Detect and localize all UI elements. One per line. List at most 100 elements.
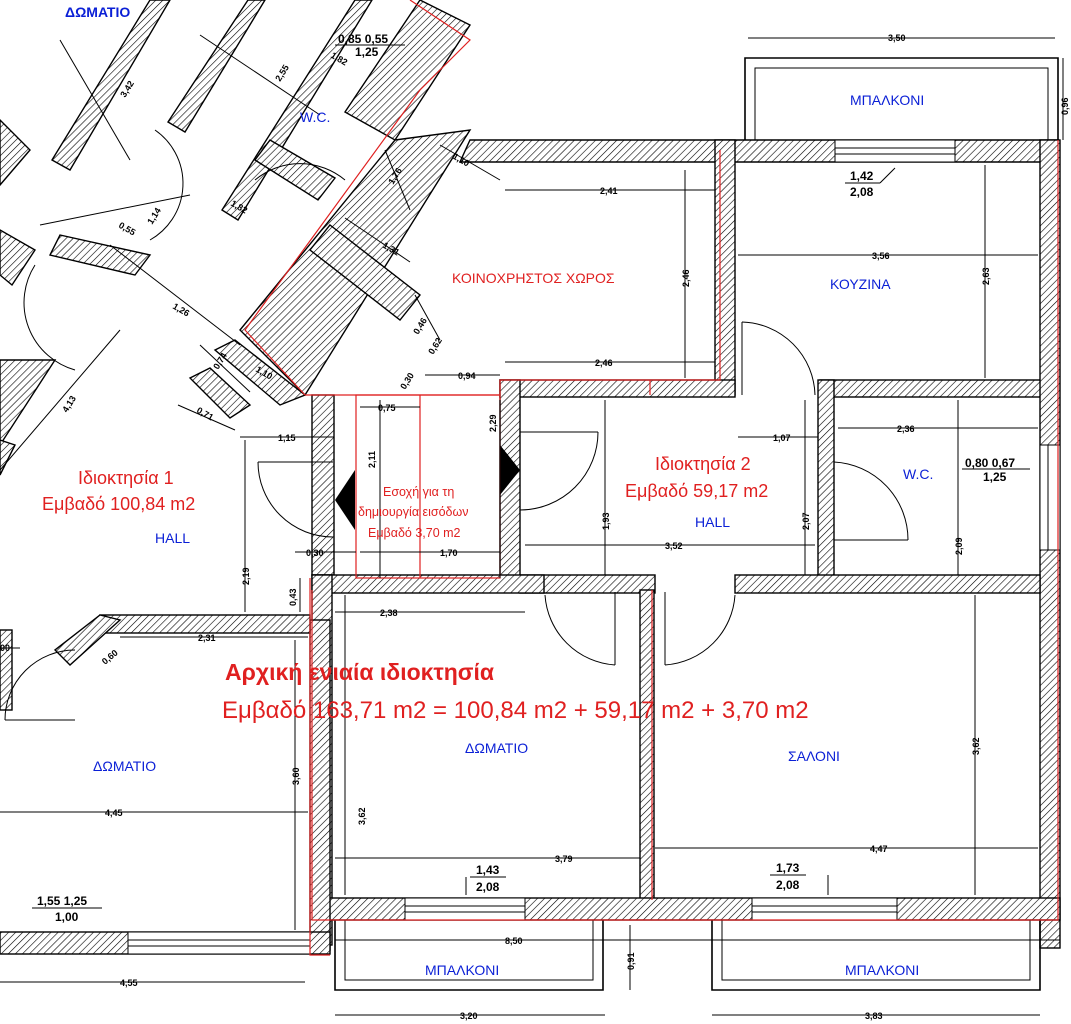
wall-common-bottom <box>499 379 736 398</box>
wall-diag-top-3 <box>221 0 373 221</box>
dim-label: 0,94 <box>458 371 476 381</box>
dim-label: 0,75 <box>378 403 396 413</box>
fraction-denominator: 2,08 <box>850 185 874 199</box>
wall-diag-left-c <box>48 234 152 276</box>
wall-diag-left-e <box>0 439 16 476</box>
dim-label: 2,29 <box>488 414 498 432</box>
property-labels: Ιδιοκτησία 1 Εμβαδό 100,84 m2 Ιδιοκτησία… <box>42 454 809 724</box>
niche-label-line3: Εμβαδό 3,70 m2 <box>368 526 461 540</box>
dim-label: 2,19 <box>241 567 251 585</box>
entry-marker-right <box>500 445 520 495</box>
wall-common-top <box>458 139 1059 163</box>
wall-diag-left-a <box>0 119 31 187</box>
room-balcony-top: ΜΠΑΛΚΟΝΙ <box>850 92 924 108</box>
dim-label: 0,43 <box>288 588 298 606</box>
room-bedroom-center: ΔΩΜΑΤΙΟ <box>465 740 528 756</box>
dim-label: 0,62 <box>426 336 444 356</box>
property-1-name: Ιδιοκτησία 1 <box>78 468 174 488</box>
dim-label: 1,07 <box>773 433 791 443</box>
room-balcony-bottom-right: ΜΠΑΛΚΟΝΙ <box>845 962 919 978</box>
wall-left-bedroom-diag <box>53 614 122 666</box>
room-hall-right: HALL <box>695 514 730 530</box>
property-2-area: Εμβαδό 59,17 m2 <box>625 481 768 501</box>
room-hall-left: HALL <box>155 530 190 546</box>
dim-label: 0,46 <box>411 316 429 336</box>
dim-label: 2,11 <box>367 451 377 468</box>
dim-label: 8,50 <box>505 936 523 946</box>
dim-label: 0,55 <box>117 220 137 237</box>
dim-label: 2,38 <box>380 608 398 618</box>
dim-label: 3,62 <box>357 807 367 825</box>
dim-label: 2,55 <box>273 63 291 83</box>
dim-label: 3,20 <box>460 1011 478 1021</box>
walls <box>0 0 1061 955</box>
wall-diag-wc2 <box>253 139 337 201</box>
dim-label: 3,62 <box>971 737 981 755</box>
room-common-area: ΚΟΙΝΟΧΡΗΣΤΟΣ ΧΩΡΟΣ <box>452 270 615 286</box>
property-1-area: Εμβαδό 100,84 m2 <box>42 494 195 514</box>
doors <box>4 129 909 721</box>
dim-label: 4,55 <box>120 978 138 988</box>
dim-label: 3,83 <box>865 1011 883 1021</box>
dim-label: 3,60 <box>291 767 301 785</box>
dim-label: 2,63 <box>981 267 991 285</box>
wall-diag-left-d <box>0 359 57 447</box>
property-2-name: Ιδιοκτησία 2 <box>655 454 751 474</box>
dim-label: 3,52 <box>665 541 683 551</box>
niche-label-line2: δημιουργία εισόδων <box>358 505 469 519</box>
fraction-denominator: 1,00 <box>55 910 79 924</box>
room-kitchen: ΚΟΥΖΙΝΑ <box>830 276 891 292</box>
wall-wc-left <box>817 379 835 581</box>
balconies <box>334 57 1059 991</box>
room-labels: ΔΩΜΑΤΙΟ W.C. ΚΟΙΝΟΧΡΗΣΤΟΣ ΧΩΡΟΣ ΜΠΑΛΚΟΝΙ… <box>65 4 933 978</box>
dim-label: 1,14 <box>145 206 163 226</box>
wall-diag-common <box>309 224 421 321</box>
dim-label: 0,30 <box>306 548 324 558</box>
wall-diag-top-1 <box>51 0 171 171</box>
wall-diag-stub <box>188 367 252 419</box>
dim-label: 1,70 <box>440 548 458 558</box>
dim-label: 00 <box>0 643 10 653</box>
room-bedroom-left: ΔΩΜΑΤΙΟ <box>93 758 156 774</box>
dim-label: 2,46 <box>595 358 613 368</box>
fraction-denominator: 2,08 <box>476 880 500 894</box>
dim-label: 2,31 <box>198 633 216 643</box>
dim-label: 4,47 <box>870 844 888 854</box>
original-property-area: Εμβαδό 163,71 m2 = 100,84 m2 + 59,17 m2 … <box>222 697 809 724</box>
red-outlines <box>244 0 1059 956</box>
fraction-numerator: 1,43 <box>476 863 500 877</box>
dim-label: 1,26 <box>171 301 191 318</box>
dim-label: 0,91 <box>626 952 636 970</box>
room-wc-top: W.C. <box>300 109 330 125</box>
niche-label-line1: Εσοχή για τη <box>383 485 454 499</box>
wall-kitchen-bottom <box>819 379 1059 398</box>
dim-label: 1,15 <box>278 433 296 443</box>
dim-label: 3,79 <box>555 854 573 864</box>
wall-diag-mid <box>213 339 307 406</box>
entry-marker-left <box>335 470 355 530</box>
room-wc-right: W.C. <box>903 466 933 482</box>
fraction-denominator: 1,25 <box>355 45 379 59</box>
wall-left-edge <box>0 629 13 711</box>
dimension-lines <box>0 34 1064 1016</box>
fraction-numerator: 0,85 0,55 <box>338 32 388 46</box>
fraction-numerator: 1,73 <box>776 861 800 875</box>
wall-common-right <box>714 139 736 396</box>
room-bedroom-top: ΔΩΜΑΤΙΟ <box>65 4 130 20</box>
dim-label: 2,36 <box>897 424 915 434</box>
dim-label: 2,41 <box>600 186 618 196</box>
windows <box>127 139 1061 955</box>
room-balcony-bottom-left: ΜΠΑΛΚΟΝΙ <box>425 962 499 978</box>
room-living-room: ΣΑΛΟΝΙ <box>788 748 840 764</box>
dim-label: 0,96 <box>1060 97 1070 115</box>
fraction-denominator: 2,08 <box>776 878 800 892</box>
window-fractions: 0,85 0,55 1,25 1,42 2,08 0,80 0,67 1,25 … <box>32 32 1030 924</box>
dim-label: 3,56 <box>872 251 890 261</box>
wall-diag-left-b <box>0 229 36 287</box>
dim-label: 2,09 <box>954 537 964 555</box>
dim-label: 4,45 <box>105 808 123 818</box>
fraction-numerator: 1,42 <box>850 169 874 183</box>
fraction-numerator: 0,80 0,67 <box>965 456 1015 470</box>
dim-label: 0,30 <box>398 371 416 391</box>
